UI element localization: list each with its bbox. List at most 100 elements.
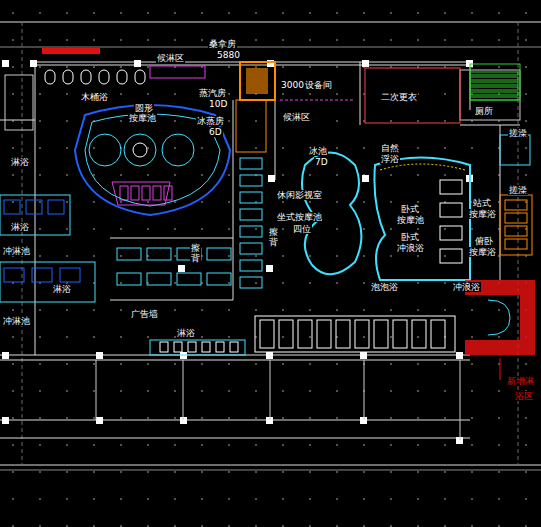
room-label: 按摩浴: [468, 209, 497, 219]
room-label: 6D: [208, 127, 223, 137]
fixture: [4, 268, 24, 282]
fixture: [117, 70, 127, 84]
fixture: [260, 320, 274, 348]
room-label: 候淋区: [282, 112, 311, 122]
room-label: 擦背: [268, 228, 279, 248]
fixture: [117, 273, 141, 285]
fixture: [470, 92, 518, 95]
room-label: 俯卧: [474, 236, 494, 246]
fixture: [440, 226, 462, 240]
fixture: [188, 342, 196, 352]
room-label: 厕所: [474, 106, 494, 116]
fixture: [440, 249, 462, 263]
fixture: [147, 248, 171, 260]
fixture: [81, 70, 91, 84]
fixture: [63, 70, 73, 84]
fixture: [160, 342, 168, 352]
room-label: 冲淋池: [2, 316, 31, 326]
fixture: [240, 175, 262, 186]
room-label: 站式: [472, 198, 492, 208]
room-label: 淋浴: [10, 222, 30, 232]
fixture: [48, 200, 64, 214]
fixture: [470, 72, 518, 75]
fixture: [374, 320, 388, 348]
fixture: [26, 200, 42, 214]
fixture: [147, 273, 171, 285]
room-label: 新增淋: [506, 376, 535, 386]
room-label: 5880: [216, 50, 241, 60]
room-label: 搓澡: [508, 185, 528, 195]
fixture: [240, 226, 262, 237]
room-label: 蒸汽房: [198, 88, 227, 98]
room-label: 卧式: [400, 232, 420, 242]
room-label: 圆形: [134, 103, 154, 113]
room-label: 按摩浴: [468, 247, 497, 257]
fixture: [440, 203, 462, 217]
room-label: 二次更衣: [380, 92, 418, 102]
fixture: [99, 70, 109, 84]
room-label: 10D: [208, 99, 228, 109]
fixture: [505, 226, 527, 236]
room-label: 按摩池: [396, 215, 425, 225]
room-label: 候淋区: [156, 53, 185, 63]
room-label: 休闲影视室: [276, 190, 323, 200]
fixture: [240, 209, 262, 220]
room-label: 淋浴: [176, 328, 196, 338]
fixture: [412, 320, 426, 348]
room-label: 淋浴: [52, 284, 72, 294]
fixture: [440, 180, 462, 194]
fixture: [60, 268, 80, 282]
fixture: [131, 186, 139, 200]
fixture: [230, 342, 238, 352]
room-label: 淋浴: [10, 157, 30, 167]
fixture: [505, 213, 527, 223]
fixture: [202, 342, 210, 352]
fixture: [393, 320, 407, 348]
fixture: [470, 82, 518, 85]
fixture: [240, 158, 262, 169]
fixture: [45, 70, 55, 84]
room-label: 按摩池: [128, 113, 157, 123]
room-label: 冲淋池: [2, 246, 31, 256]
fixture: [279, 320, 293, 348]
fixture: [120, 186, 128, 200]
fixture: [142, 186, 150, 200]
fixture: [505, 200, 527, 210]
fixture: [298, 320, 312, 348]
room-label: 设备间: [304, 80, 333, 90]
fixture: [32, 268, 52, 282]
fixture: [240, 277, 262, 288]
fixture: [4, 200, 20, 214]
fixture: [216, 342, 224, 352]
room-label: 3000: [280, 80, 305, 90]
fixture: [355, 320, 369, 348]
room-label: 自然: [380, 143, 400, 153]
room-label: 浴区: [514, 391, 534, 401]
room-label: 木桶浴: [80, 92, 109, 102]
fixture: [470, 77, 518, 80]
fixture: [470, 87, 518, 90]
room-label: 7D: [314, 157, 329, 167]
fixture: [174, 342, 182, 352]
room-label: 冰蒸房: [196, 116, 225, 126]
fixture: [240, 260, 262, 271]
room-label: 卧式: [400, 204, 420, 214]
room-label: 冲浪浴: [452, 282, 481, 292]
room-label: 搓澡: [508, 128, 528, 138]
room-label: 冰池: [308, 146, 328, 156]
room-label: 四位: [292, 224, 312, 234]
room-label: 广告墙: [130, 309, 159, 319]
fixture: [117, 248, 141, 260]
fixture: [336, 320, 350, 348]
fixture: [153, 186, 161, 200]
fixture: [135, 70, 145, 84]
fixture: [240, 243, 262, 254]
fixture: [317, 320, 331, 348]
room-label: 泡泡浴: [370, 282, 399, 292]
room-label: 擦背: [190, 244, 201, 264]
room-label: 浮浴: [380, 154, 400, 164]
fixture: [207, 273, 231, 285]
fixture: [207, 248, 231, 260]
